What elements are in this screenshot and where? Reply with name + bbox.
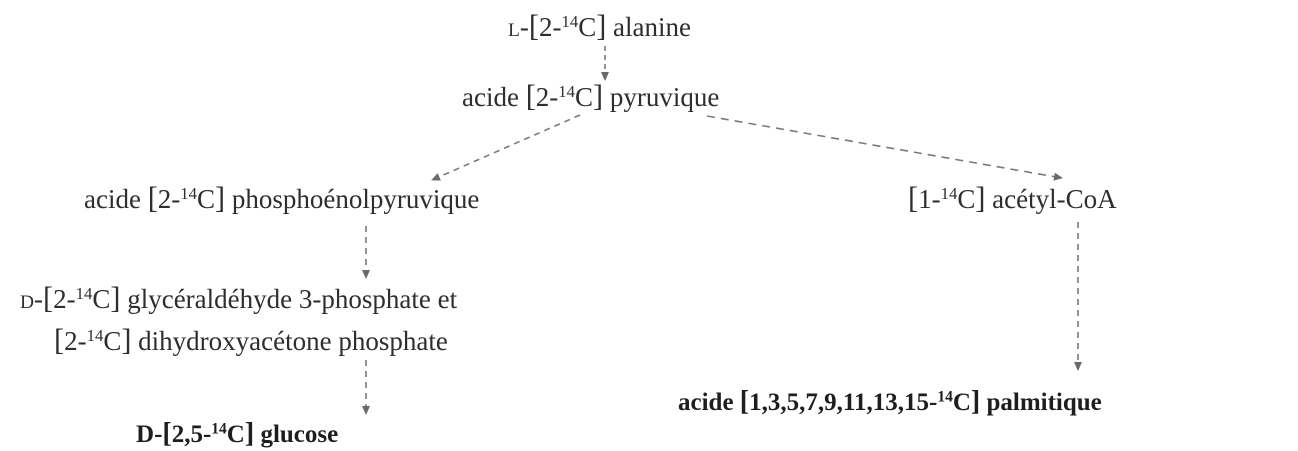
- node-glucose: D-[2,5-14C] glucose: [136, 418, 339, 449]
- node-dihydroxyacetone-phosphate: [2-14C] dihydroxyacétone phosphate: [54, 323, 448, 357]
- node-alanine: L-[2-14C] alanine: [508, 9, 691, 43]
- arrow-pyruvique-to-acetylcoa: [706, 115, 1063, 181]
- arrow-pyruvique-to-pep: [431, 114, 581, 181]
- node-phosphoenolpyruvique: acide [2-14C] phosphoénolpyruvique: [84, 181, 480, 215]
- node-pyruvique: acide [2-14C] pyruvique: [462, 79, 720, 113]
- node-glyceraldehyde-3-phosphate: D-[2-14C] glycéraldéhyde 3-phosphate et: [20, 281, 458, 315]
- node-acetyl-coa: [1-14C] acétyl-CoA: [908, 181, 1117, 215]
- node-palmitique: acide [1,3,5,7,9,11,13,15-14C] palmitiqu…: [678, 386, 1102, 417]
